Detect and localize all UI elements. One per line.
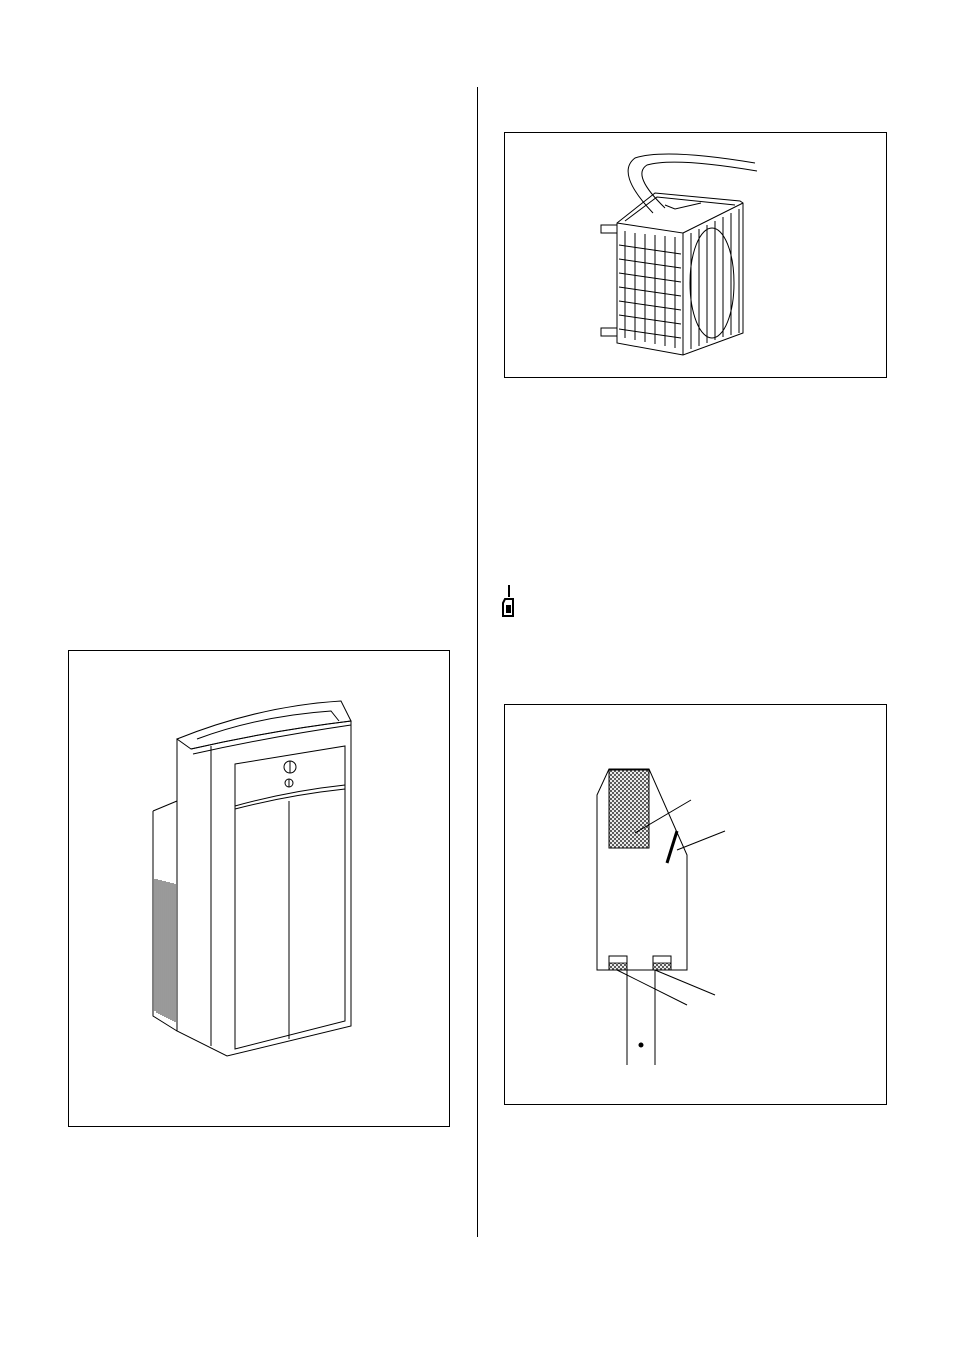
heat-exchanger-coil-with-hose-illustration (600, 153, 758, 356)
control-board-with-connectors-illustration (596, 768, 726, 1065)
hand-pointer-icon (500, 583, 518, 619)
portable-air-conditioner-illustration (152, 700, 352, 1057)
figure-control-panel (504, 704, 887, 1105)
figure-heat-exchanger (504, 132, 887, 378)
figure-portable-unit (68, 650, 450, 1127)
column-divider (477, 87, 478, 1237)
